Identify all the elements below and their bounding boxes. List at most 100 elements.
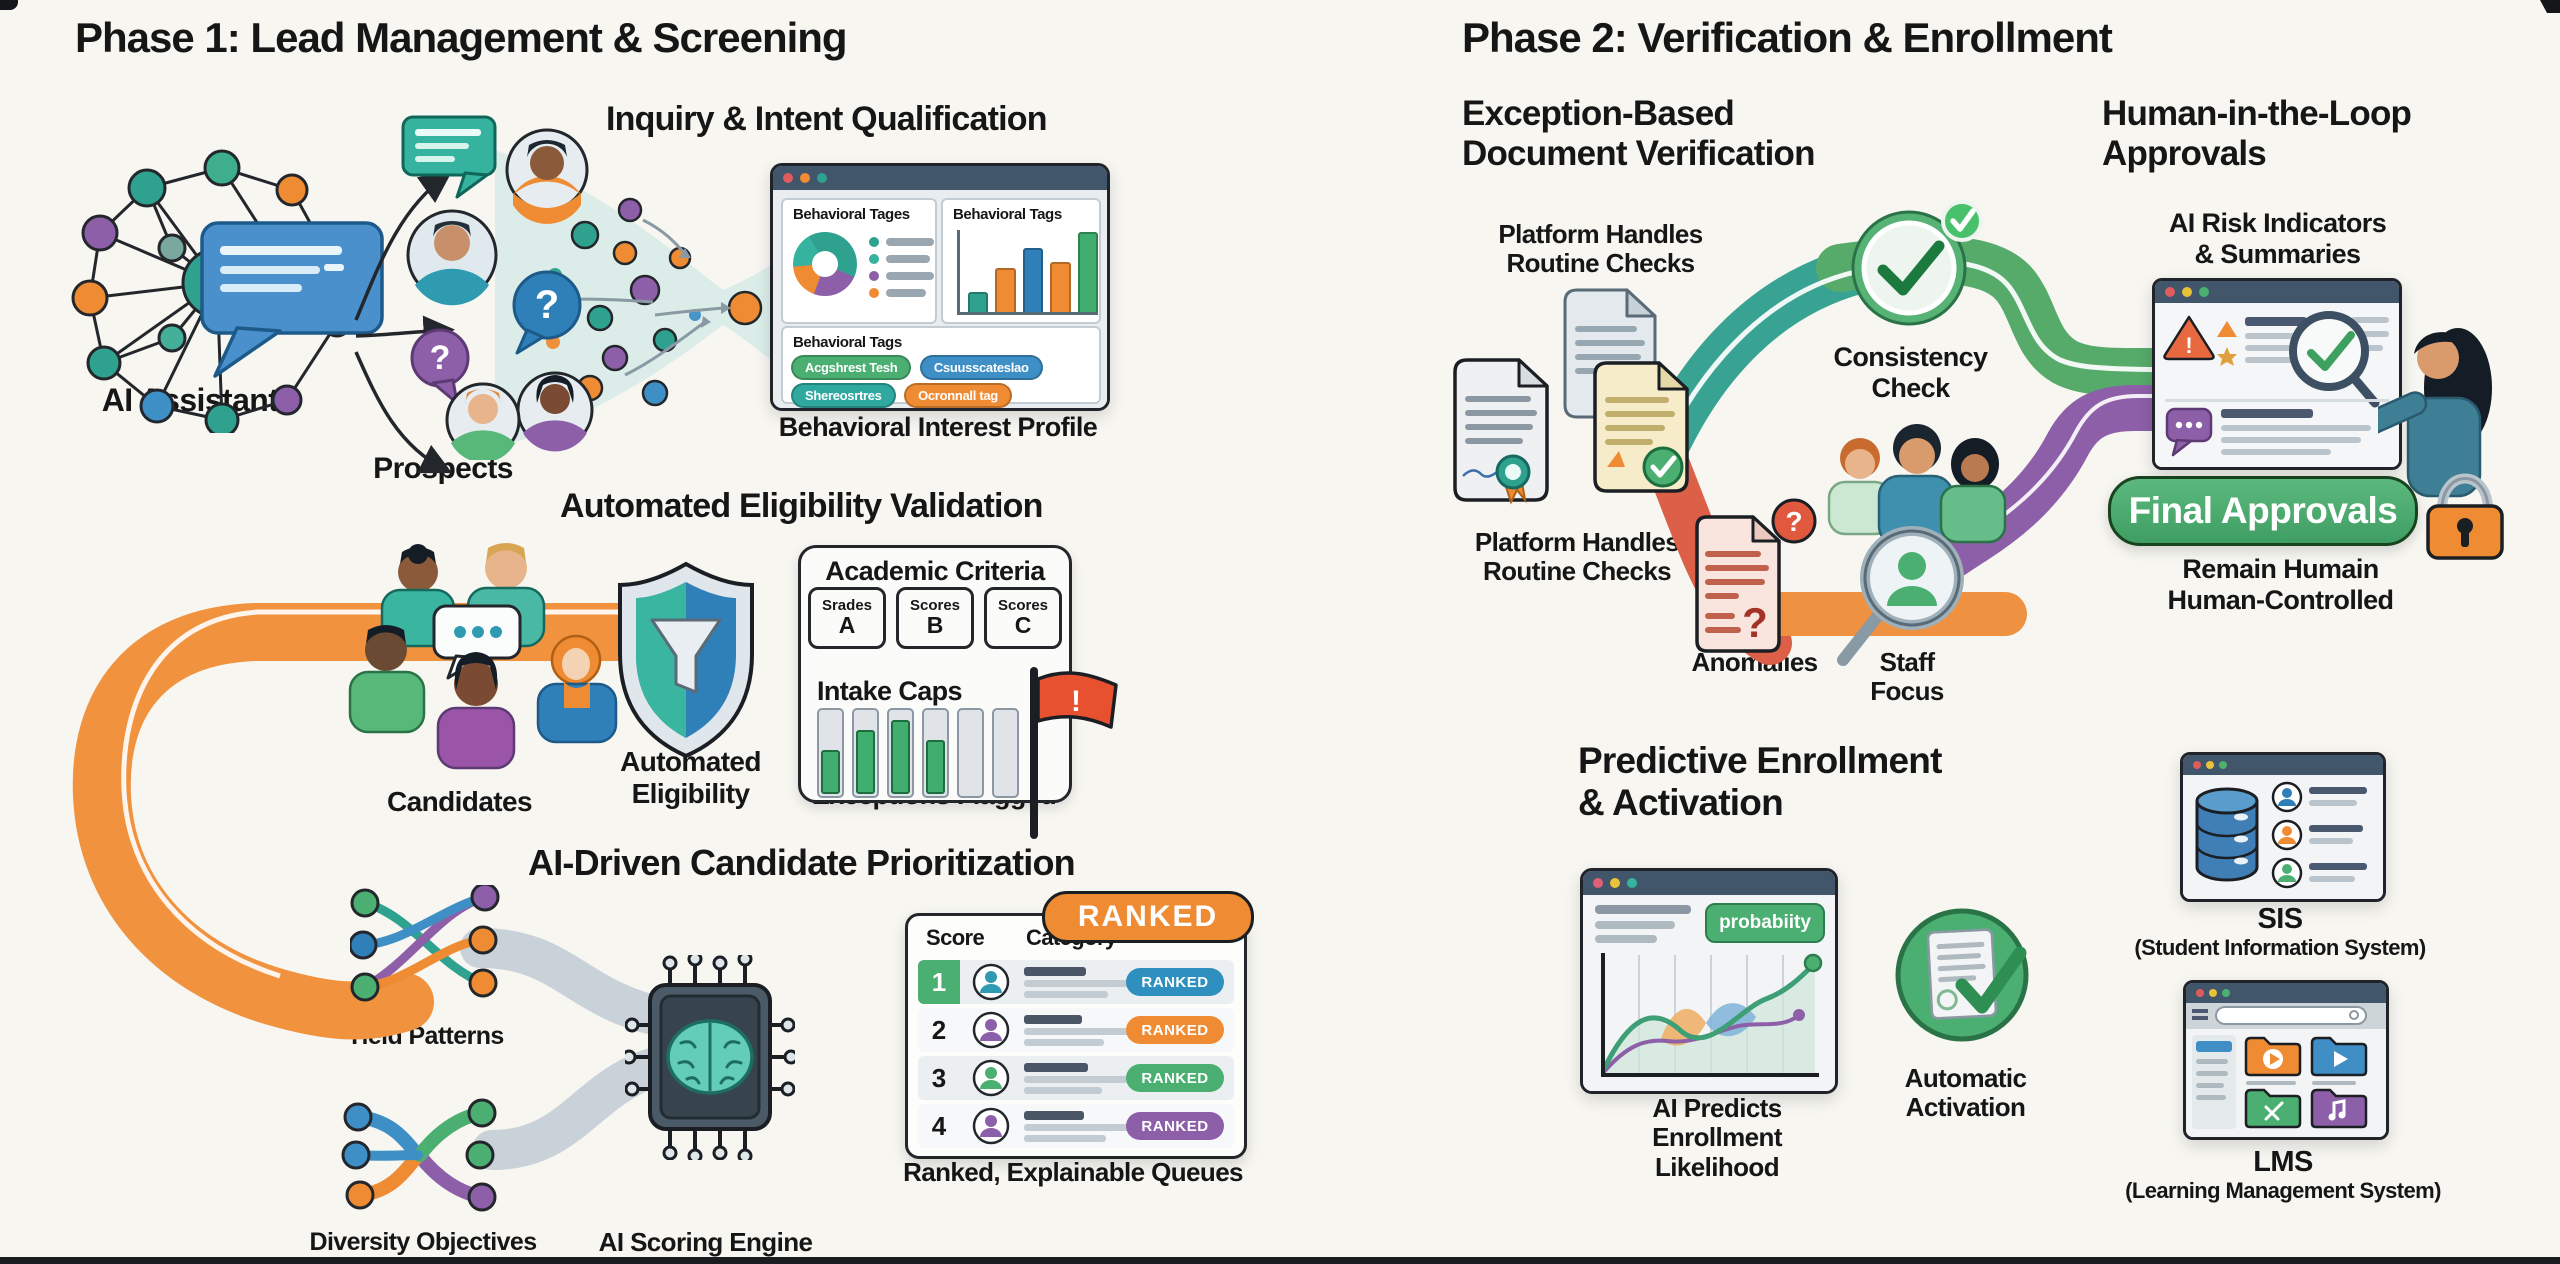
eligibility-shield-icon <box>618 561 754 759</box>
star-icon <box>2217 347 2237 366</box>
ranked-row-4: 4 RANKED <box>918 1104 1234 1148</box>
score-column-header: Score <box>926 925 985 950</box>
svg-text:?: ? <box>430 339 451 377</box>
diversity-objectives-label: Diversity Objectives <box>309 1228 537 1256</box>
search-bar <box>2215 1006 2367 1025</box>
ai-risk-window: ! <box>2152 278 2402 470</box>
lms-full-label: (Learning Management System) <box>2125 1178 2441 1203</box>
window-dot-teal <box>1627 878 1637 888</box>
probability-badge: probabiity <box>1705 903 1825 943</box>
behavioral-tags-donut-panel: Behavioral Tages <box>781 198 937 324</box>
window-dot-orange <box>800 173 810 183</box>
documents-stack-icon <box>1453 288 1689 505</box>
hitl-heading: Human-in-the-Loop Approvals <box>2102 94 2412 173</box>
frame-artifact-top-left <box>0 0 18 10</box>
ranked-row-1: 1 RANKED <box>918 960 1234 1004</box>
intake-caps-bars <box>817 708 1019 798</box>
final-approvals-banner: Final Approvals <box>2108 476 2418 546</box>
question-bubble-blue-icon: ? <box>512 270 582 355</box>
red-flag-icon: ! <box>1030 667 1118 839</box>
reviewer-person-icon <box>2378 328 2492 498</box>
ai-risk-window-content: ! <box>2163 311 2389 457</box>
anomalies-document-icon: ? ? <box>1695 498 1817 653</box>
diversity-objectives-icon <box>341 1098 497 1212</box>
sis-user-row-2 <box>2271 819 2363 851</box>
folder-video-orange-icon <box>2244 1036 2302 1077</box>
eligibility-heading: Automated Eligibility Validation <box>560 487 1043 525</box>
brain-icon <box>666 1019 754 1095</box>
warning-triangle-icon <box>2163 315 2215 361</box>
sis-label: SIS <box>2257 903 2304 935</box>
probability-chart <box>1600 953 1823 1077</box>
criteria-title: Academic Criteria <box>825 556 1045 586</box>
comment-bubble-icon <box>2165 407 2213 457</box>
probability-window: probabiity <box>1580 868 1838 1094</box>
window-dot-yellow <box>2206 761 2214 769</box>
automatic-activation-label: Automatic Activation <box>1904 1063 2027 1123</box>
human-controlled-caption: Remain Humain Human-Controlled <box>2167 554 2394 615</box>
automatic-activation-icon <box>1895 908 2029 1042</box>
sis-content <box>2195 781 2367 889</box>
svg-text:?: ? <box>535 283 559 327</box>
sis-full-label: (Student Information System) <box>2134 935 2426 960</box>
ranked-row-2: 2 RANKED <box>918 1008 1234 1052</box>
verified-document-icon <box>1593 361 1689 493</box>
behavioral-tags-pill-panel: Behavioral Tags Acgshrest Tesh Csuusscat… <box>781 326 1101 408</box>
ranked-pill: RANKED <box>1126 1064 1224 1092</box>
yield-patterns-icon <box>350 885 500 1002</box>
row-avatar-icon <box>972 1107 1010 1145</box>
consistency-check-label: Consistency Check <box>1833 342 1989 403</box>
tag-pill: Csuusscateslao <box>919 355 1043 380</box>
ranked-header-badge: RANKED <box>1042 891 1254 943</box>
inquiry-heading: Inquiry & Intent Qualification <box>606 100 1047 138</box>
row-avatar-icon <box>972 1011 1010 1049</box>
ai-predicts-caption: AI Predicts Enrollment Likelihood <box>1652 1093 1782 1182</box>
svg-text:?: ? <box>1785 506 1802 537</box>
folder-audio-purple-icon <box>2310 1088 2368 1129</box>
sis-window <box>2180 752 2386 902</box>
candidate-front-2 <box>436 652 516 770</box>
window-dot-red <box>2193 761 2201 769</box>
window-dot-yellow <box>1610 878 1620 888</box>
lms-label: LMS <box>2253 1146 2313 1178</box>
donut-legend <box>869 230 934 298</box>
tag-pill: Ocronnall tag <box>904 383 1012 408</box>
lms-content <box>2186 1003 2386 1137</box>
window-dot-red <box>2196 989 2204 997</box>
window-titlebar <box>1583 871 1835 895</box>
lms-sidebar <box>2192 1035 2236 1129</box>
phase1-title: Phase 1: Lead Management & Screening <box>75 14 848 61</box>
ranked-pill: RANKED <box>1126 1016 1224 1044</box>
prospect-avatar-3 <box>516 371 594 452</box>
staff-focus-icon <box>1827 424 2007 666</box>
panel-title: Behavioral Tags <box>953 206 1062 223</box>
panel-title: Behavioral Tags <box>793 334 902 351</box>
candidate-front-1 <box>348 625 426 734</box>
ranked-pill: RANKED <box>1126 968 1224 996</box>
window-titlebar <box>2186 983 2386 1003</box>
window-titlebar <box>773 166 1107 190</box>
sis-user-row-3 <box>2271 857 2367 889</box>
routine-checks-top-label: Platform Handles Routine Checks <box>1498 219 1703 279</box>
svg-text:?: ? <box>1742 599 1768 646</box>
window-dot-teal <box>817 173 827 183</box>
window-titlebar <box>2183 755 2383 775</box>
ranked-queue-card: Score Category 1 RANKED 2 RANKED 3 <box>905 913 1247 1159</box>
prioritization-heading: AI-Driven Candidate Prioritization <box>528 842 1076 883</box>
row-avatar-icon <box>972 963 1010 1001</box>
staff-person-1 <box>1827 438 1893 536</box>
prospects-avatars-icon: ? ? <box>401 115 594 460</box>
magnifier-person-icon <box>1837 526 1964 666</box>
magnifier-check-icon <box>2289 311 2380 408</box>
row-avatar-icon <box>972 1059 1010 1097</box>
lms-window <box>2183 980 2389 1140</box>
candidates-label: Candidates <box>387 786 533 817</box>
staff-focus-label: Staff Focus <box>1870 647 1944 707</box>
bar-chart <box>957 230 1099 315</box>
window-dot-red <box>2165 287 2175 297</box>
folder-video-blue-icon <box>2310 1036 2368 1077</box>
